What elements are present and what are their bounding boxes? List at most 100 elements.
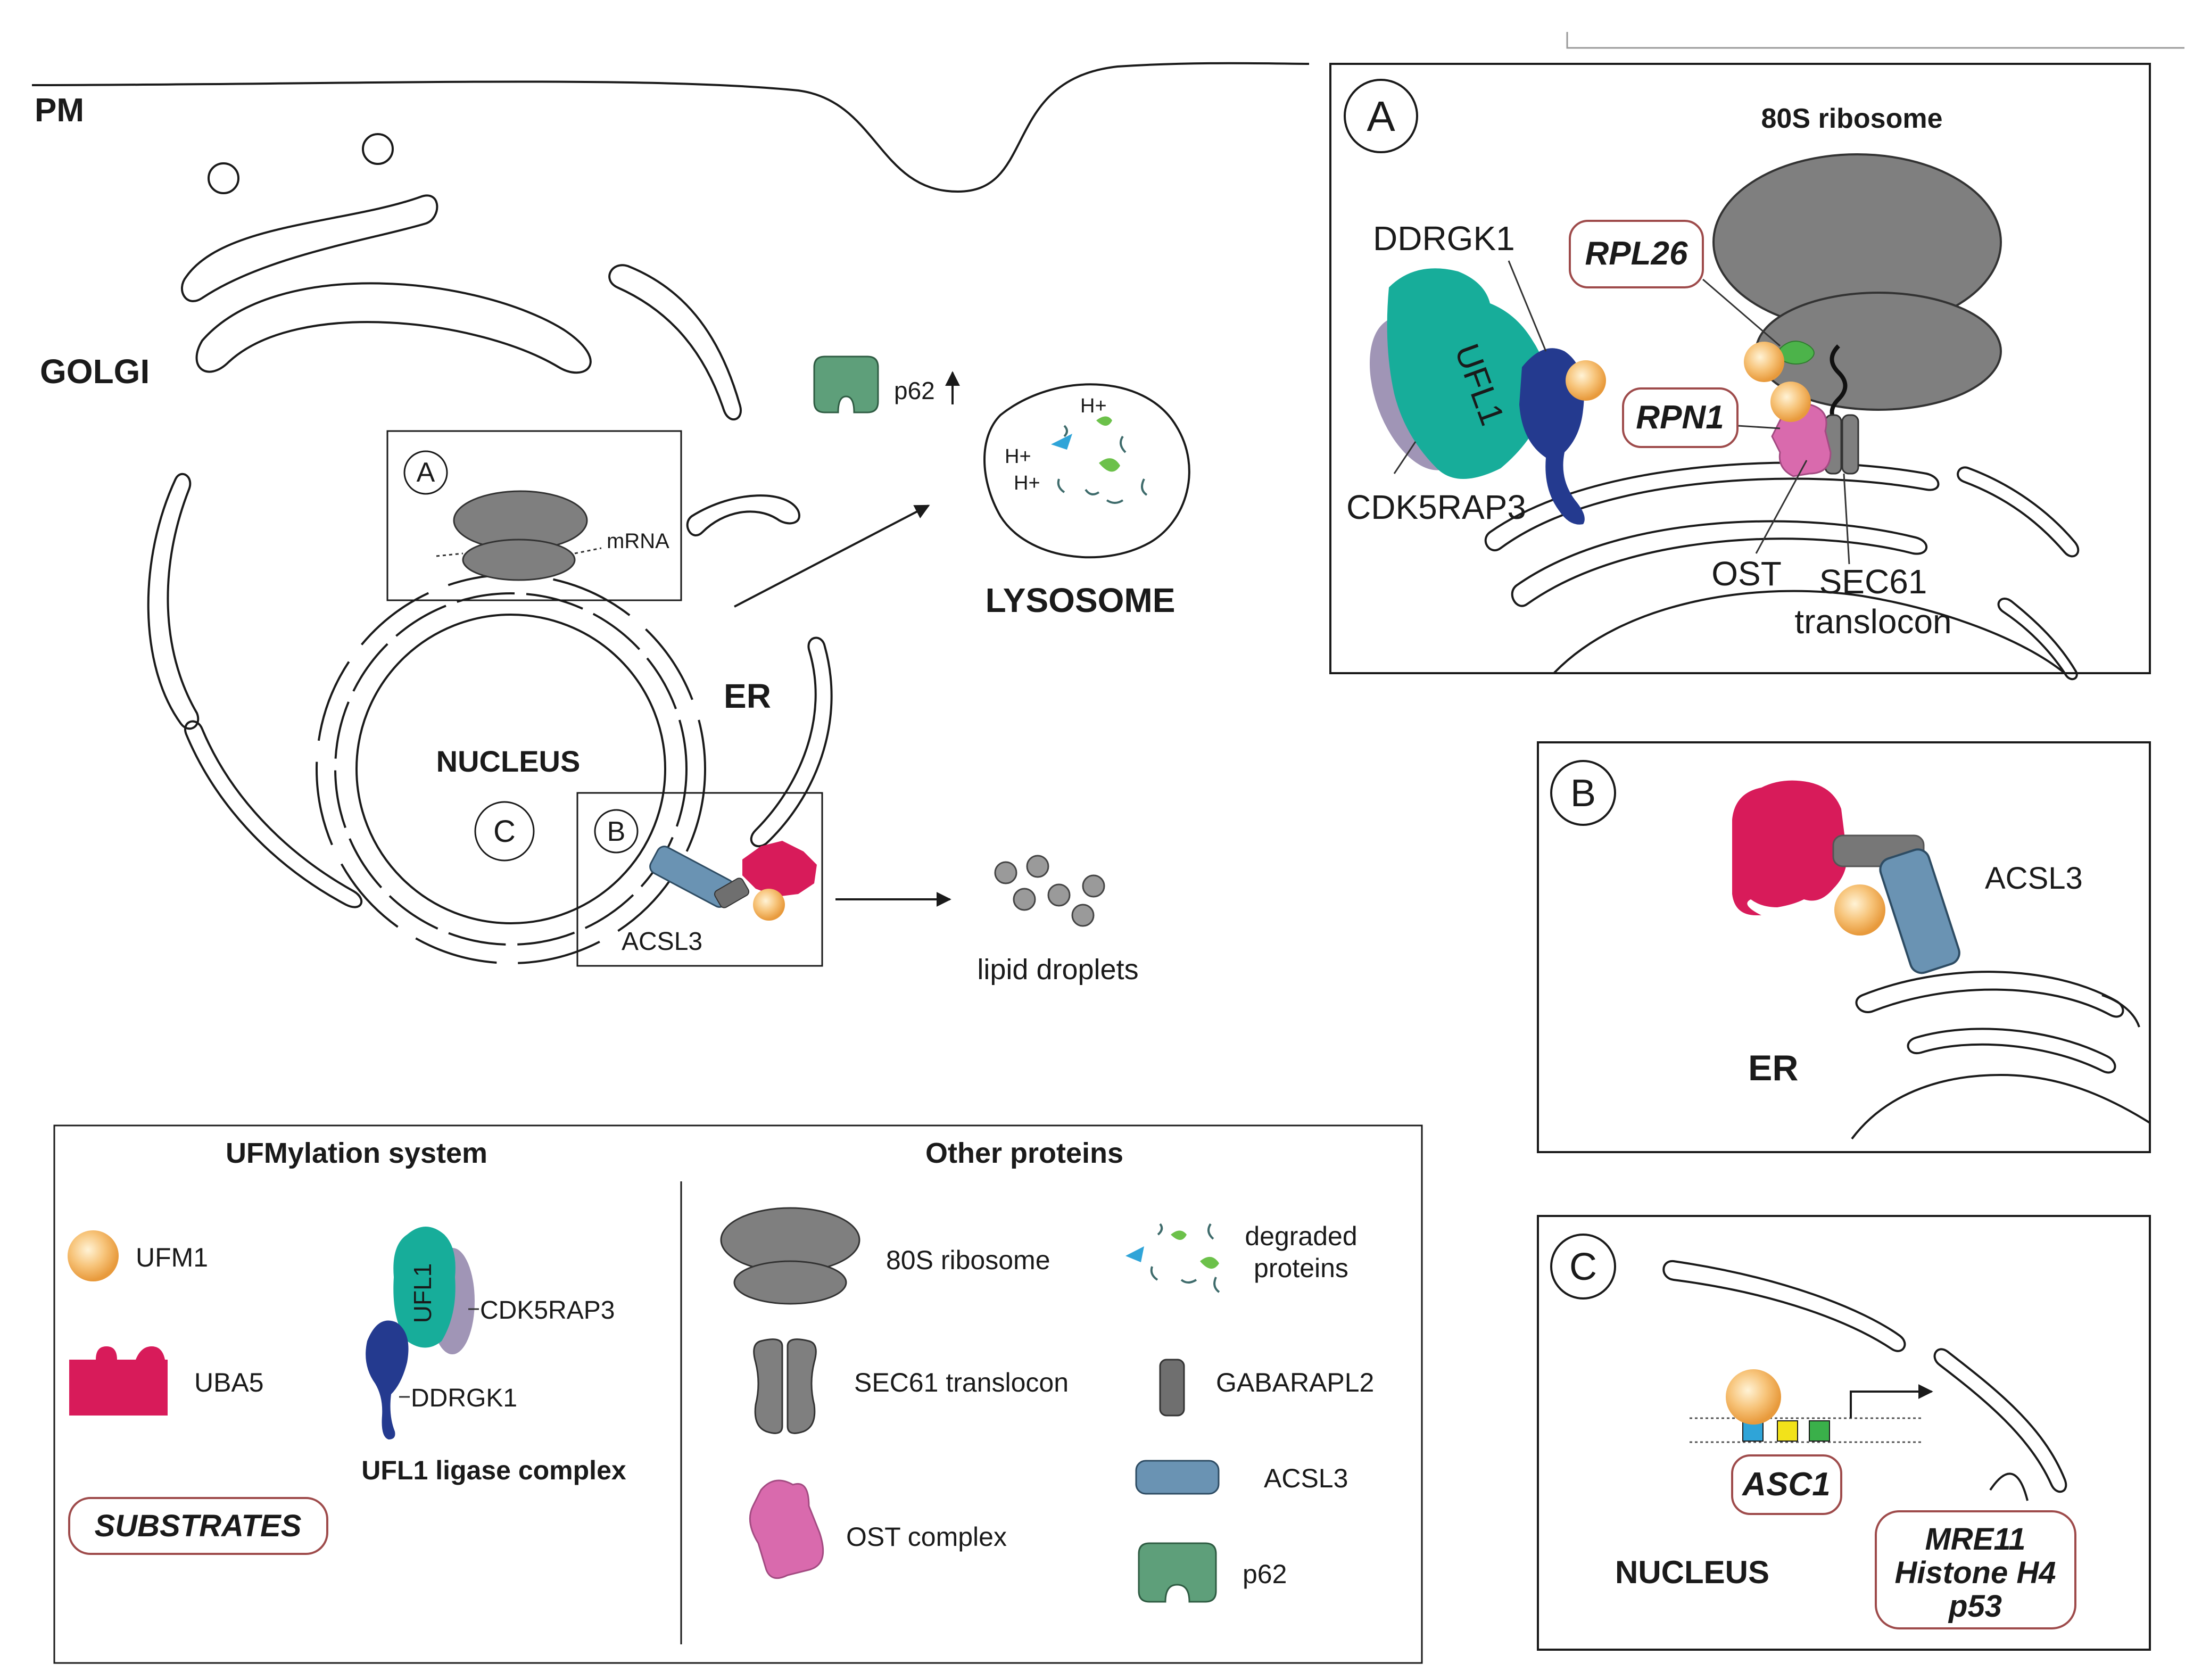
mrna-strand [436,547,602,557]
legend-ribosome-small-icon [733,1260,847,1305]
plasma-membrane [31,62,1310,193]
lysosome-label: LYSOSOME [986,581,1176,619]
panel-a-title: 80S ribosome [1761,103,1942,134]
er-cisterna [184,720,363,908]
nucleus-label-panel-c: NUCLEUS [1615,1554,1769,1590]
legend-ost-label: OST complex [846,1522,1007,1552]
legend-sec61-icon [753,1338,783,1434]
legend-ufl1-complex-label: UFL1 ligase complex [361,1455,626,1485]
legend-gabarapl2-icon [1159,1359,1185,1417]
legend: UFMylation system Other proteins UFM1 UB… [53,1124,1423,1664]
nuclear-envelope-inner [355,614,666,924]
substrate-histone-h4: Histone H4 [1895,1555,2056,1590]
golgi-vesicle [362,133,394,165]
transcription-arrow [1850,1384,1933,1418]
legend-ost-icon [749,1479,824,1579]
lysosome-membrane [983,383,1190,559]
promoter-box [1777,1420,1798,1442]
acsl3-label-panel-b: ACSL3 [1985,861,2083,896]
rpl26-label: RPL26 [1585,235,1688,272]
gabarapl2-shape [714,878,750,908]
legend-sec61-icon [787,1338,817,1434]
panel-c-letter: C [1569,1246,1597,1288]
box-c-letter: C [493,814,516,849]
ufm1-ball [1566,360,1606,401]
legend-uba5-icon [69,1346,168,1416]
ufm1-ball [1834,884,1885,936]
ufm1-ball [1726,1369,1781,1425]
legend-ufl1-icon [393,1227,456,1348]
asc1-label: ASC1 [1741,1466,1830,1503]
box-a-letter: A [417,457,435,488]
acsl3-label-main: ACSL3 [622,928,702,956]
panel-c: C ASC1 NUCLEUS MRE11 Histone H4 p53 [1537,1215,2151,1651]
rpl26-shape [1779,341,1815,365]
golgi-stack [608,264,742,421]
sec61-shape [1841,414,1859,475]
legend-degraded-label-line2: proteins [1254,1253,1348,1283]
legend-acsl3-label: ACSL3 [1264,1463,1348,1493]
er-cisterna [147,473,200,730]
legend-p62-label: p62 [1243,1559,1287,1589]
ddrgk1-label-panel: DDRGK1 [1373,219,1515,258]
ribosome-small-subunit [462,539,576,581]
golgi-stack [180,194,438,302]
lipid-droplets-label: lipid droplets [977,954,1138,986]
uba5-shape [742,841,817,897]
sec61-label-line1: SEC61 [1819,562,1927,601]
nucleus-label: NUCLEUS [436,744,581,778]
hplus-label: H+ [1005,445,1031,468]
golgi-stack [195,282,592,374]
legend-p62-icon [1138,1542,1217,1603]
rpn1-label: RPN1 [1636,399,1724,436]
lipid-droplets [994,855,1105,927]
p62-label-main: p62 [894,377,935,404]
ost-label-panel: OST [1711,555,1782,593]
arrow-to-lysosome [734,504,930,608]
ufm1-ball [753,889,785,921]
legend-substrates-badge [68,1497,328,1555]
sec61-label-line2: translocon [1794,602,1951,641]
er-label: ER [724,677,771,715]
legend-ufm1-icon [68,1230,119,1281]
panel-b: B ACSL3 ER [1537,741,2151,1153]
legend-other-title: Other proteins [925,1137,1123,1169]
legend-acsl3-icon [1135,1460,1220,1495]
golgi-label: GOLGI [40,352,150,391]
cdk5rap3-label-panel: CDK5RAP3 [1346,488,1526,526]
legend-uba5-label: UBA5 [194,1368,264,1397]
legend-ddrgk1-label: DDRGK1 [411,1384,517,1412]
uba5-shape [1732,780,1847,915]
legend-ribosome-label: 80S ribosome [886,1245,1050,1275]
legend-degraded-label-line1: degraded [1245,1221,1357,1251]
legend-degraded-icon [1125,1223,1220,1293]
legend-gabarapl2-label: GABARAPL2 [1216,1368,1374,1397]
substrate-p53: p53 [1948,1589,2002,1624]
asc1-substrate-badge [1731,1454,1842,1515]
promoter-box [1809,1420,1830,1442]
er-label-panel-b: ER [1748,1048,1798,1088]
acsl3-shape [1879,848,1960,974]
ufl1-shape [1387,268,1547,479]
er-cisterna [686,494,800,536]
legend-ddrgk1-icon [366,1320,409,1439]
cell-scene [31,62,1310,964]
legend-sec61-label: SEC61 translocon [854,1368,1069,1397]
panel-a: A 80S ribosome UFL1 [1329,32,2184,681]
golgi-vesicle [208,162,239,194]
hplus-label: H+ [1014,472,1040,494]
legend-ufm1-label: UFM1 [136,1243,208,1272]
legend-cdk5rap3-label: CDK5RAP3 [480,1296,615,1325]
nuclear-envelope-outer [334,592,688,946]
substrate-mre11: MRE11 [1925,1522,2025,1557]
rpn1-substrate-badge [1622,387,1739,448]
rpl26-substrate-badge [1569,220,1704,288]
inset-box-b: B ACSL3 [576,792,823,967]
nuclear-substrates-badge [1875,1510,2076,1629]
inset-box-a: A mRNA [386,430,682,601]
nucleus-site-c: C [474,801,535,862]
lysosome: H+ H+ H+ [983,383,1190,559]
ddrgk1-shape [1519,348,1585,525]
pm-label: PM [35,92,84,129]
